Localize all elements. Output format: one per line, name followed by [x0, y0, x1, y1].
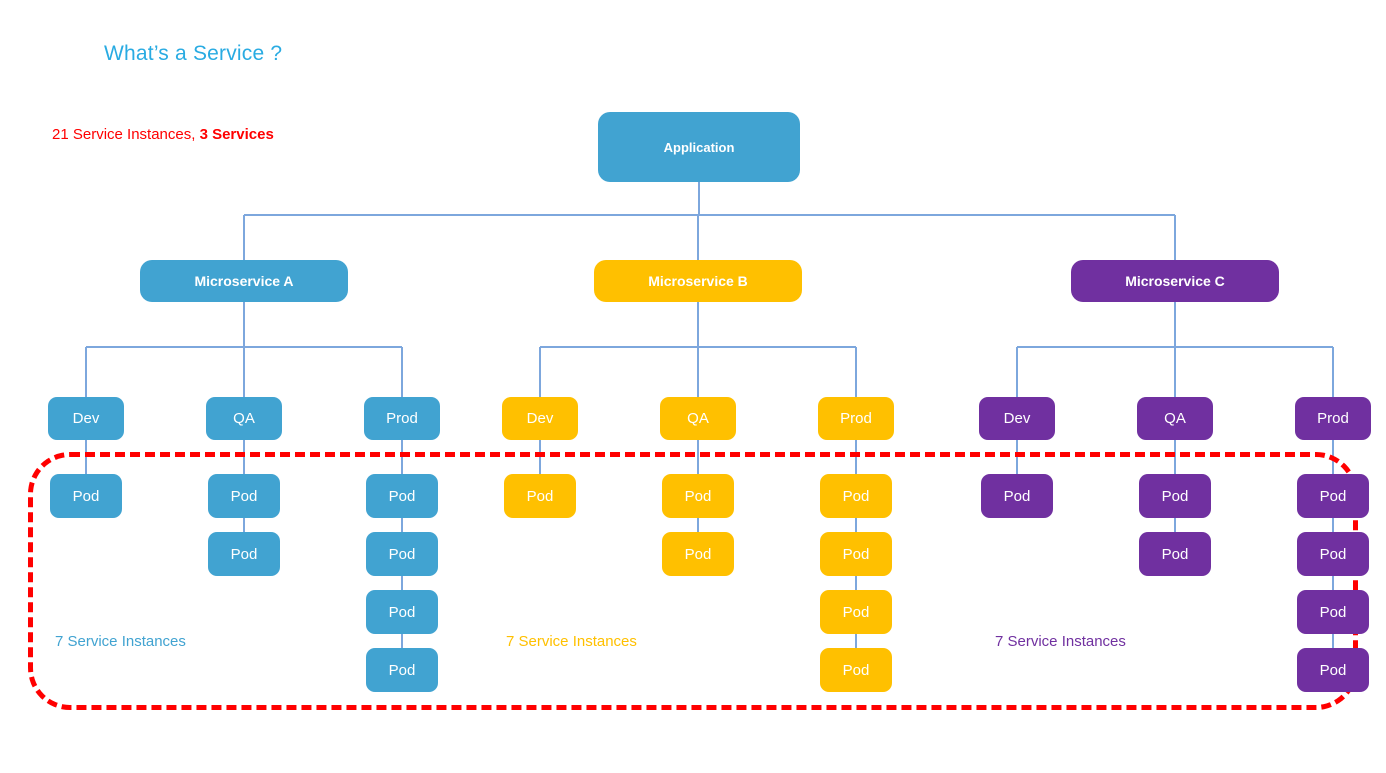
page-title: What’s a Service ? [104, 42, 283, 65]
node-env-prod-microservice-c[interactable]: Prod [1295, 397, 1371, 440]
connector-pod-link [85, 440, 87, 474]
connector-pod-link [1174, 440, 1176, 474]
caption-microservice-c: 7 Service Instances [995, 633, 1126, 650]
node-pod[interactable]: Pod [662, 474, 734, 518]
connector-bus-to-microservice-a [243, 215, 245, 260]
node-pod[interactable]: Pod [1297, 532, 1369, 576]
node-env-qa-microservice-a[interactable]: QA [206, 397, 282, 440]
connector-microservice-c-down [1174, 302, 1176, 347]
node-env-dev-microservice-b[interactable]: Dev [502, 397, 578, 440]
node-microservice-a[interactable]: Microservice A [140, 260, 348, 302]
connector-env-dev-microservice-b [539, 347, 541, 397]
node-env-qa-microservice-c[interactable]: QA [1137, 397, 1213, 440]
connector-pod-link [1016, 440, 1018, 474]
node-pod[interactable]: Pod [366, 474, 438, 518]
node-pod[interactable]: Pod [981, 474, 1053, 518]
connector-pod-link [1332, 634, 1334, 648]
summary-emphasis: 3 Services [199, 126, 274, 143]
node-env-dev-microservice-c[interactable]: Dev [979, 397, 1055, 440]
connector-pod-link [243, 518, 245, 532]
connector-env-qa-microservice-c [1174, 347, 1176, 397]
node-pod[interactable]: Pod [1297, 590, 1369, 634]
node-pod[interactable]: Pod [820, 474, 892, 518]
connector-microservice-c-env-bus [1017, 346, 1333, 348]
node-pod[interactable]: Pod [1297, 474, 1369, 518]
caption-microservice-b: 7 Service Instances [506, 633, 637, 650]
node-pod[interactable]: Pod [50, 474, 122, 518]
connector-pod-link [1332, 440, 1334, 474]
connector-env-qa-microservice-a [243, 347, 245, 397]
connector-pod-link [855, 634, 857, 648]
node-pod[interactable]: Pod [1139, 532, 1211, 576]
node-pod[interactable]: Pod [208, 474, 280, 518]
connector-pod-link [697, 518, 699, 532]
connector-pod-link [401, 518, 403, 532]
connector-pod-link [401, 576, 403, 590]
node-pod[interactable]: Pod [820, 532, 892, 576]
caption-microservice-a: 7 Service Instances [55, 633, 186, 650]
node-env-qa-microservice-b[interactable]: QA [660, 397, 736, 440]
connector-pod-link [855, 576, 857, 590]
node-env-prod-microservice-a[interactable]: Prod [364, 397, 440, 440]
node-pod[interactable]: Pod [820, 590, 892, 634]
connector-app-bus [244, 214, 1175, 216]
connector-pod-link [539, 440, 541, 474]
connector-pod-link [401, 634, 403, 648]
connector-pod-link [401, 440, 403, 474]
node-microservice-c[interactable]: Microservice C [1071, 260, 1279, 302]
summary-prefix: 21 Service Instances, [52, 126, 200, 143]
connector-bus-to-microservice-b [697, 215, 699, 260]
node-pod[interactable]: Pod [1297, 648, 1369, 692]
connector-pod-link [1332, 518, 1334, 532]
connector-microservice-a-down [243, 302, 245, 347]
connector-microservice-b-down [697, 302, 699, 347]
node-env-prod-microservice-b[interactable]: Prod [818, 397, 894, 440]
node-pod[interactable]: Pod [366, 590, 438, 634]
connector-env-qa-microservice-b [697, 347, 699, 397]
connector-microservice-a-env-bus [86, 346, 402, 348]
connector-pod-link [1174, 518, 1176, 532]
connector-env-prod-microservice-b [855, 347, 857, 397]
connector-env-prod-microservice-c [1332, 347, 1334, 397]
node-pod[interactable]: Pod [366, 532, 438, 576]
node-pod[interactable]: Pod [208, 532, 280, 576]
connector-pod-link [697, 440, 699, 474]
node-pod[interactable]: Pod [820, 648, 892, 692]
connector-env-dev-microservice-c [1016, 347, 1018, 397]
node-pod[interactable]: Pod [1139, 474, 1211, 518]
connector-pod-link [1332, 576, 1334, 590]
node-application[interactable]: Application [598, 112, 800, 182]
connector-env-dev-microservice-a [85, 347, 87, 397]
connector-app-down [698, 182, 700, 215]
connector-pod-link [243, 440, 245, 474]
connector-bus-to-microservice-c [1174, 215, 1176, 260]
connector-microservice-b-env-bus [540, 346, 856, 348]
node-pod[interactable]: Pod [504, 474, 576, 518]
node-env-dev-microservice-a[interactable]: Dev [48, 397, 124, 440]
connector-env-prod-microservice-a [401, 347, 403, 397]
connector-pod-link [855, 518, 857, 532]
node-pod[interactable]: Pod [662, 532, 734, 576]
node-microservice-b[interactable]: Microservice B [594, 260, 802, 302]
connector-pod-link [855, 440, 857, 474]
summary-label: 21 Service Instances, 3 Services [52, 126, 274, 143]
node-pod[interactable]: Pod [366, 648, 438, 692]
